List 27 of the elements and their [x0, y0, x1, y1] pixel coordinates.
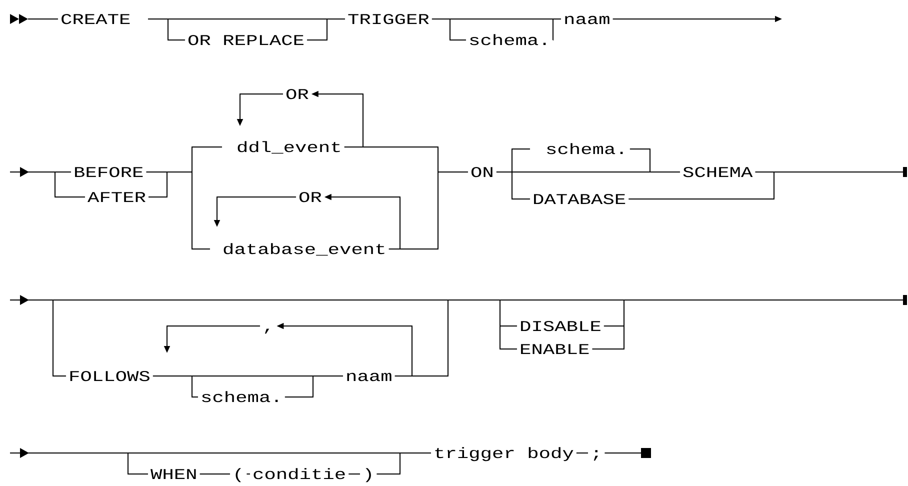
syntax-keyword: DATABASE	[534, 194, 626, 204]
syntax-keyword: ENABLE	[521, 344, 589, 354]
syntax-separator: ,	[264, 328, 270, 334]
syntax-parameter: database_event	[224, 243, 384, 256]
syntax-keyword: BEFORE	[75, 166, 143, 178]
syntax-keyword: OR	[286, 88, 308, 100]
syntax-keyword: ON	[471, 166, 492, 178]
syntax-symbol: )	[366, 468, 371, 482]
syntax-symbol: (	[236, 468, 241, 482]
syntax-parameter: schema.	[470, 34, 546, 46]
syntax-parameter: naam	[347, 372, 392, 382]
syntax-keyword: WHEN	[150, 469, 196, 479]
syntax-parameter: schema.	[547, 143, 623, 154]
syntax-keyword: AFTER	[88, 192, 146, 202]
syntax-keyword: CREATE	[62, 14, 130, 24]
syntax-keyword: OR	[299, 192, 322, 202]
syntax-keyword: SCHEMA	[683, 166, 753, 178]
syntax-parameter: trigger body	[435, 447, 574, 462]
syntax-keyword: OR REPLACE	[188, 34, 304, 46]
syntax-keyword: FOLLOWS	[70, 370, 150, 382]
syntax-parameter: schema.	[202, 391, 278, 402]
syntax-symbol: ;	[594, 450, 598, 461]
syntax-parameter: conditie	[254, 468, 345, 480]
syntax-keyword: DISABLE	[521, 320, 600, 332]
syntax-parameter: naam	[565, 16, 610, 24]
syntax-parameter: ddl_event	[238, 141, 340, 154]
syntax-keyword: TRIGGER	[348, 14, 429, 24]
